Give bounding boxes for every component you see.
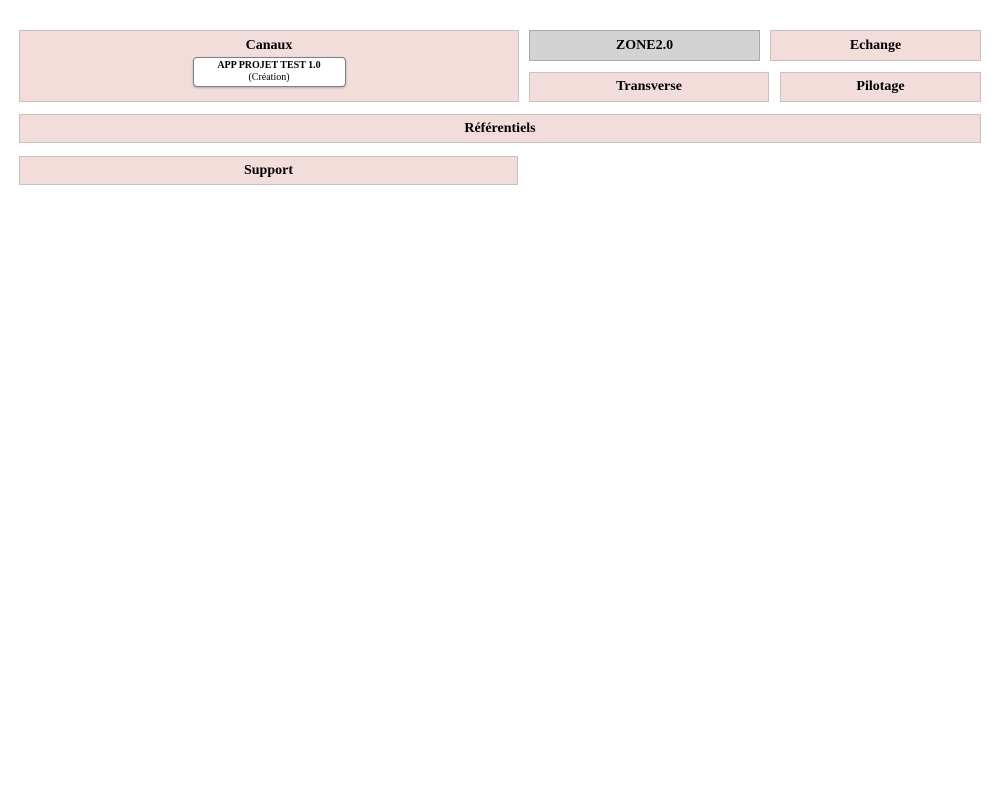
- zone-transverse-title: Transverse: [616, 79, 682, 94]
- app-status: (Création): [248, 72, 290, 83]
- zone-zone2: ZONE2.0: [529, 30, 760, 61]
- zone-echange: Echange: [770, 30, 981, 61]
- zone-support-title: Support: [243, 162, 294, 178]
- zone-transverse: Transverse: [529, 72, 769, 102]
- app-projet-test-card[interactable]: APP PROJET TEST 1.0 (Création): [192, 57, 346, 87]
- zone-canaux-title: Canaux: [245, 38, 293, 53]
- zone-pilotage-title: Pilotage: [856, 79, 905, 94]
- zone-zone2-title: ZONE2.0: [615, 37, 674, 53]
- app-name: APP PROJET TEST 1.0: [217, 60, 321, 71]
- zone-referentiels: Référentiels: [19, 114, 981, 143]
- zone-pilotage: Pilotage: [780, 72, 981, 102]
- zone-canaux: Canaux APP PROJET TEST 1.0 (Création): [19, 30, 519, 102]
- zone-support: Support: [19, 156, 518, 185]
- zone-echange-title: Echange: [849, 37, 902, 53]
- zone-referentiels-title: Référentiels: [464, 120, 536, 136]
